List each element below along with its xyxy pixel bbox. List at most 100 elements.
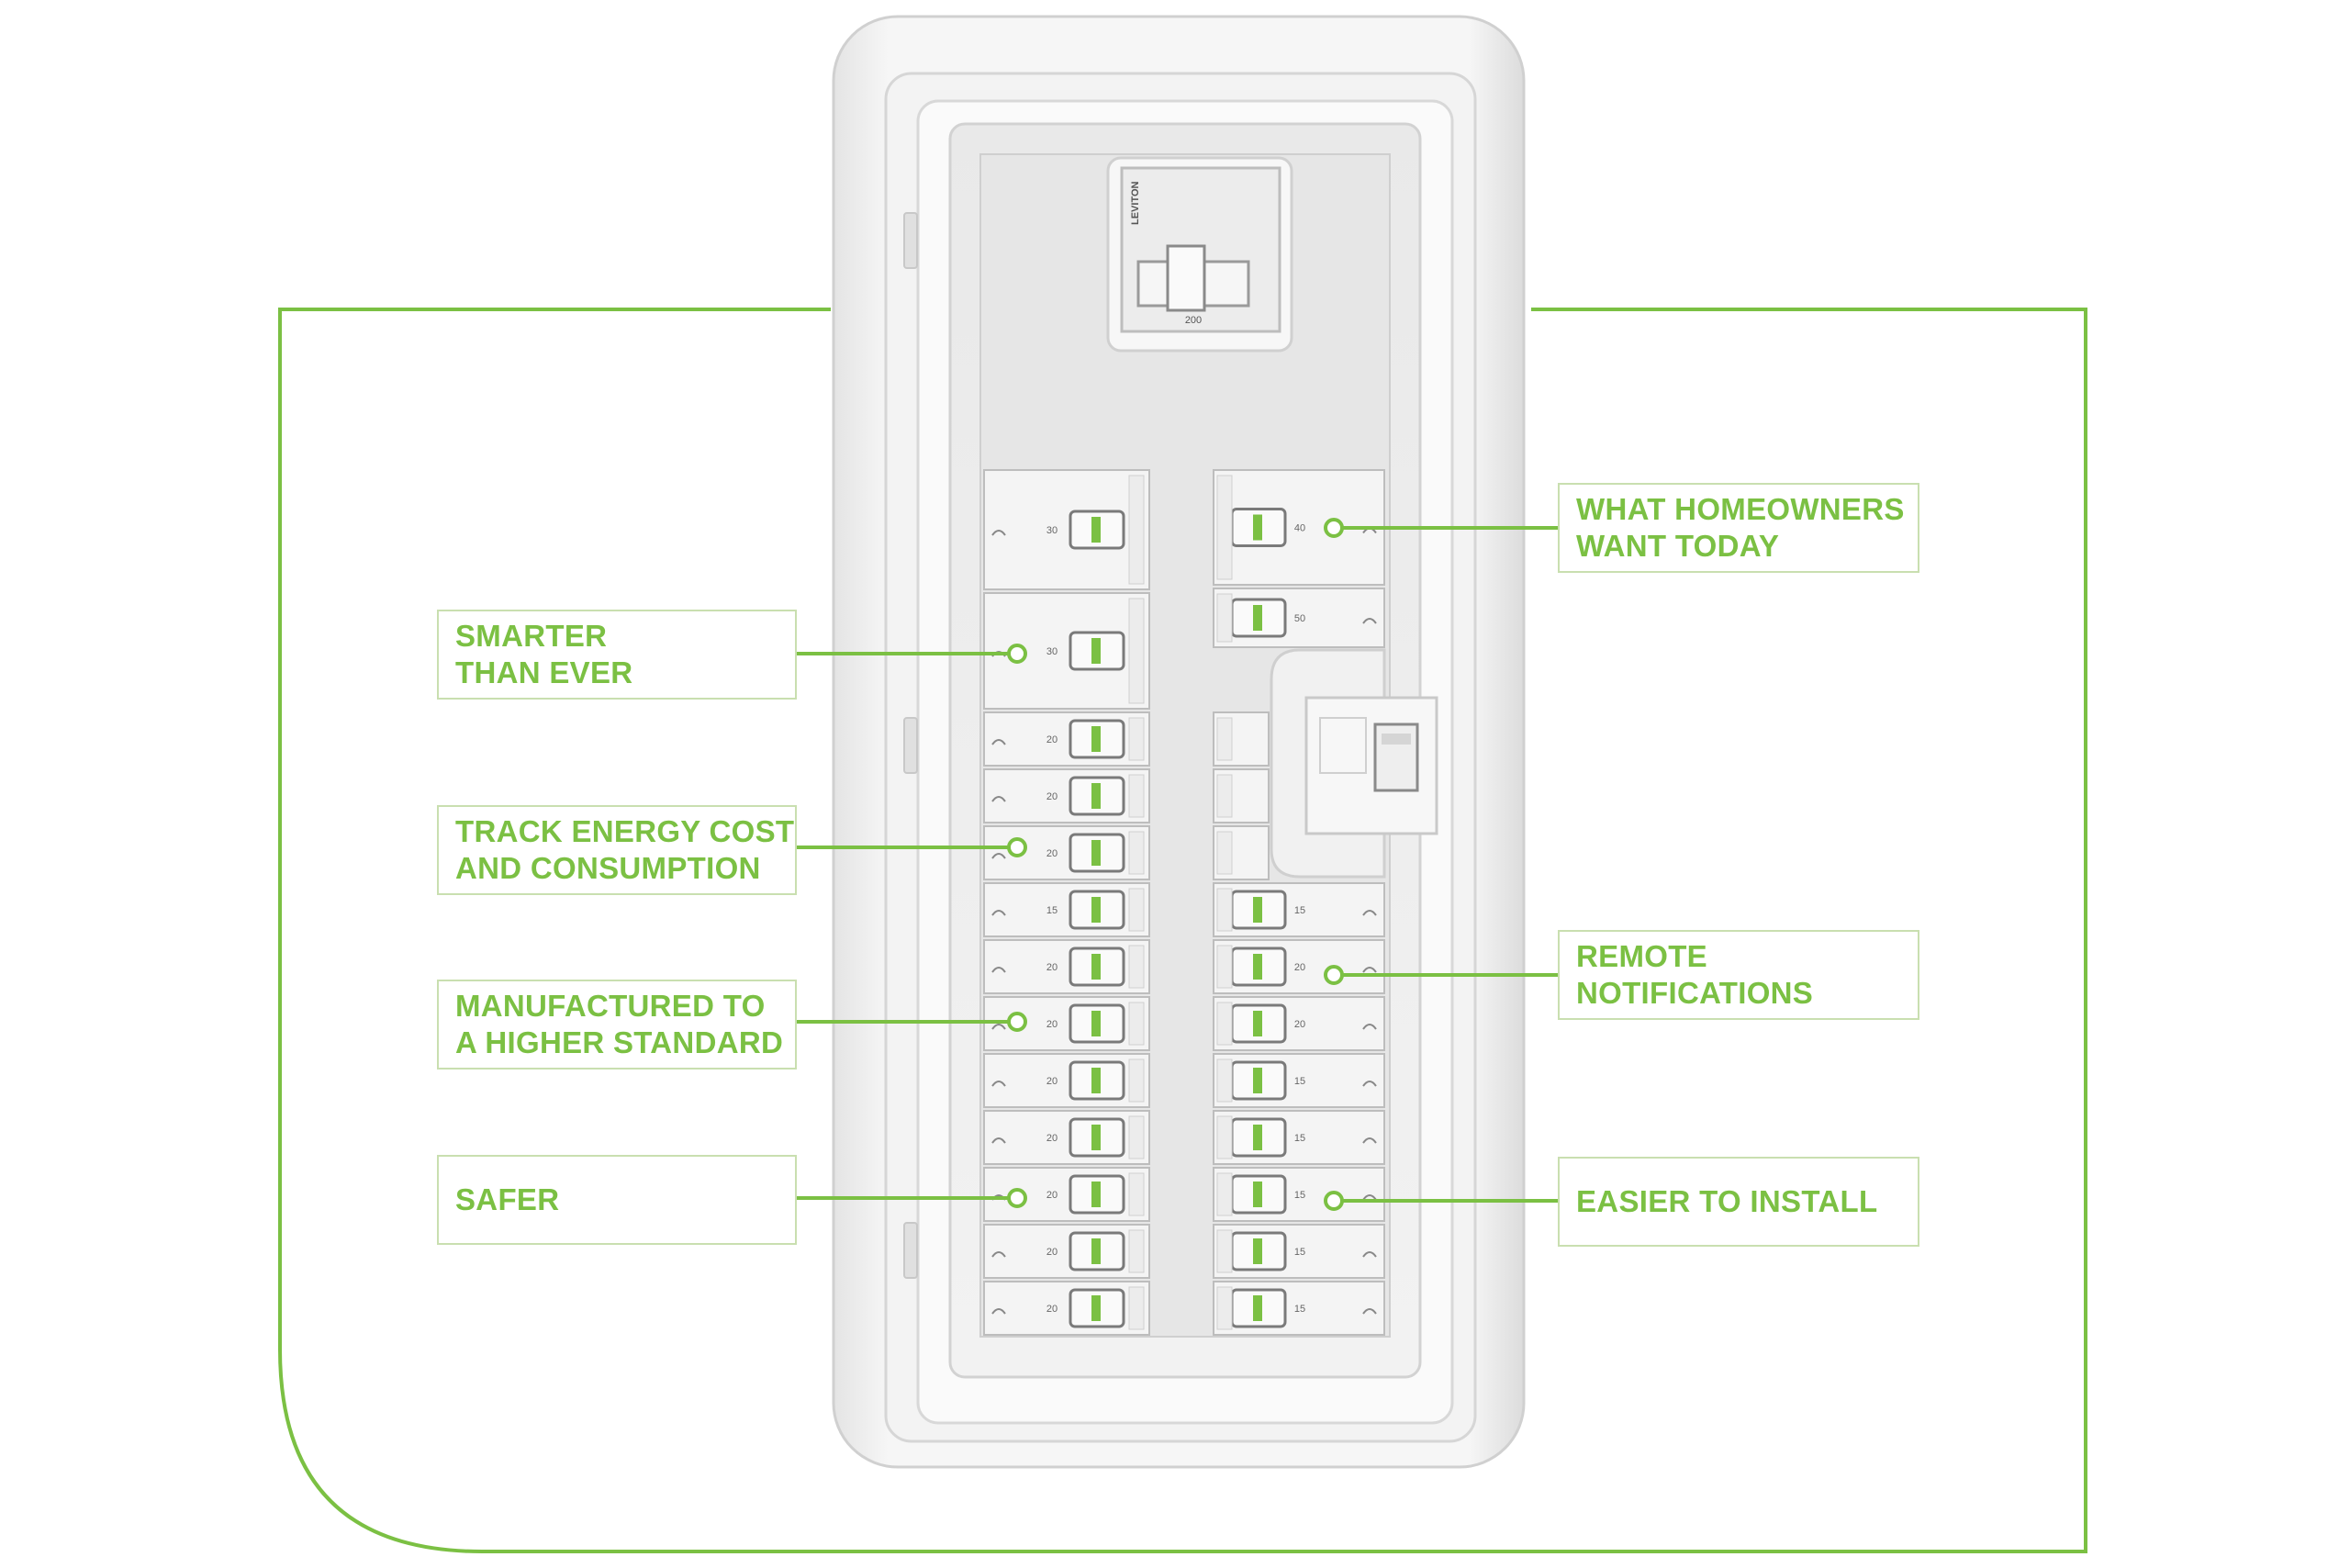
callout-line: AND CONSUMPTION (455, 851, 761, 885)
breaker-rating-label: 20 (1046, 962, 1058, 973)
callout-line: EASIER TO INSTALL (1576, 1184, 1878, 1218)
callout-line: WHAT HOMEOWNERS (1576, 492, 1905, 526)
wifi-icon (991, 530, 1006, 536)
circuit-breaker: 20 (983, 1224, 1150, 1279)
circuit-breaker: 15 (1213, 1281, 1385, 1336)
callout-line: REMOTE (1576, 939, 1707, 973)
wifi-icon (991, 1081, 1006, 1087)
callout-remote-notifications: REMOTE NOTIFICATIONS (1558, 930, 1919, 1020)
electrical-panel: LEVITON 200 30 30 20 20 20 15 20 20 20 20 20 20 20 40… (832, 15, 1526, 1469)
connector-dot (1007, 1188, 1027, 1208)
breaker-rating-label: 20 (1294, 1019, 1305, 1030)
callout-safer: SAFER (437, 1155, 797, 1245)
breaker-rating-label: 20 (1046, 848, 1058, 859)
callout-what-homeowners-want: WHAT HOMEOWNERS WANT TODAY (1558, 483, 1919, 573)
callout-line: SMARTER (455, 619, 608, 653)
circuit-breaker: 15 (983, 882, 1150, 937)
connector-dot (1007, 644, 1027, 664)
connector-dot (1007, 837, 1027, 857)
callout-line: THAN EVER (455, 655, 633, 689)
circuit-breaker: 20 (983, 1053, 1150, 1108)
breaker-rating-label: 15 (1294, 1133, 1305, 1144)
wifi-icon (1362, 1024, 1377, 1030)
hinge (903, 212, 918, 269)
hinge (903, 1222, 918, 1279)
breaker-rating-label: 15 (1294, 905, 1305, 916)
breaker-rating-label: 50 (1294, 613, 1305, 624)
connector-dot (1324, 1191, 1344, 1211)
wifi-icon (991, 910, 1006, 916)
breaker-rating-label: 40 (1294, 523, 1305, 534)
circuit-breaker: 15 (1213, 1167, 1385, 1222)
circuit-breaker: 15 (1213, 1053, 1385, 1108)
connector-dot (1007, 1012, 1027, 1032)
wifi-icon (1362, 1194, 1377, 1201)
wifi-icon (991, 853, 1006, 859)
circuit-breaker: 20 (1213, 996, 1385, 1051)
wifi-icon (991, 967, 1006, 973)
wifi-icon (1362, 967, 1377, 973)
callout-easier-to-install: EASIER TO INSTALL (1558, 1157, 1919, 1247)
main-breaker-rating: 200 (1185, 315, 1202, 326)
callout-track-energy: TRACK ENERGY COST AND CONSUMPTION (437, 805, 797, 895)
smart-hub-module (1270, 648, 1438, 879)
callout-connectors (796, 518, 1558, 1211)
circuit-breaker: 20 (983, 939, 1150, 994)
breaker-rating-label: 20 (1046, 1133, 1058, 1144)
wifi-icon (1362, 1137, 1377, 1144)
breaker-rating-label: 30 (1046, 525, 1058, 536)
callout-line: A HIGHER STANDARD (455, 1025, 784, 1059)
breaker-rating-label: 15 (1294, 1304, 1305, 1315)
circuit-breaker: 20 (1213, 939, 1385, 994)
wifi-icon (991, 1024, 1006, 1030)
wifi-icon (1362, 1081, 1377, 1087)
circuit-breaker: 15 (1213, 1224, 1385, 1279)
breaker-rating-label: 30 (1046, 646, 1058, 657)
callout-smarter-than-ever: SMARTER THAN EVER (437, 610, 797, 700)
wifi-icon (1362, 618, 1377, 624)
main-breaker (1106, 156, 1293, 353)
callout-line: TRACK ENERGY COST (455, 814, 795, 848)
breaker-rating-label: 15 (1294, 1247, 1305, 1258)
circuit-breaker: 15 (1213, 882, 1385, 937)
breaker-columns: 30 30 20 20 20 15 20 20 20 20 20 20 20 40 50 15 20 20 15 15… (983, 469, 1385, 1336)
breaker-rating-label: 20 (1046, 1019, 1058, 1030)
circuit-breaker: 20 (983, 1110, 1150, 1165)
circuit-breaker: 50 (1213, 588, 1385, 648)
breaker-rating-label: 15 (1294, 1190, 1305, 1201)
hinge (903, 717, 918, 774)
wifi-icon (991, 1137, 1006, 1144)
circuit-breaker: 20 (983, 768, 1150, 823)
circuit-breaker: 20 (983, 1167, 1150, 1222)
callout-line: NOTIFICATIONS (1576, 976, 1814, 1010)
connector-dot (1324, 518, 1344, 538)
callout-line: MANUFACTURED TO (455, 989, 766, 1023)
breaker-rating-label: 20 (1046, 1247, 1058, 1258)
circuit-breaker (1213, 768, 1270, 823)
circuit-breaker: 15 (1213, 1110, 1385, 1165)
breaker-rating-label: 20 (1046, 1190, 1058, 1201)
wifi-icon (991, 1308, 1006, 1315)
circuit-breaker: 20 (983, 1281, 1150, 1336)
breaker-rating-label: 20 (1046, 1304, 1058, 1315)
circuit-breaker: 30 (983, 469, 1150, 590)
connector-dot (1324, 965, 1344, 985)
wifi-icon (1362, 1308, 1377, 1315)
main-breaker-brand: LEVITON (1130, 181, 1141, 225)
breaker-rating-label: 15 (1046, 905, 1058, 916)
wifi-icon (991, 739, 1006, 745)
wifi-icon (991, 796, 1006, 802)
breaker-rating-label: 20 (1046, 734, 1058, 745)
green-frame-line (278, 308, 2087, 1553)
wifi-icon (1362, 1251, 1377, 1258)
breaker-rating-label: 15 (1294, 1076, 1305, 1087)
callout-manufactured: MANUFACTURED TO A HIGHER STANDARD (437, 980, 797, 1070)
circuit-breaker (1213, 711, 1270, 767)
circuit-breaker (1213, 825, 1270, 880)
circuit-breaker: 20 (983, 711, 1150, 767)
wifi-icon (991, 1251, 1006, 1258)
breaker-rating-label: 20 (1046, 791, 1058, 802)
breaker-rating-label: 20 (1294, 962, 1305, 973)
